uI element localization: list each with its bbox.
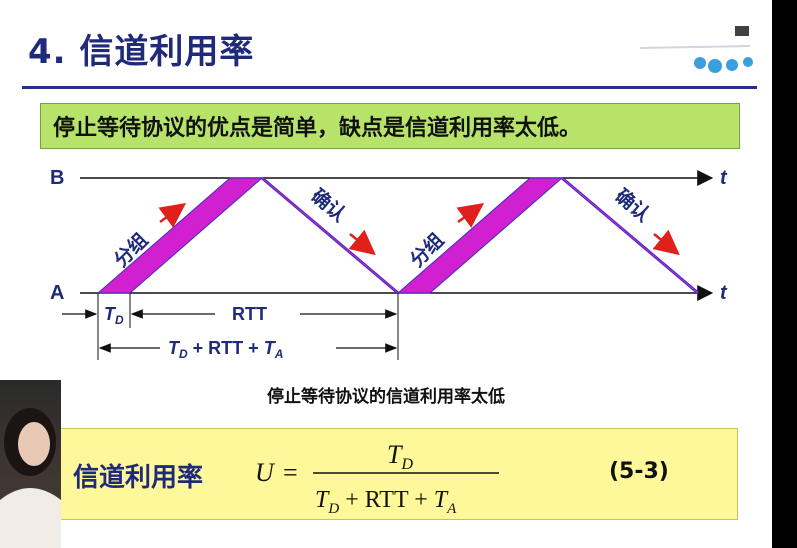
summary-box: 停止等待协议的优点是简单，缺点是信道利用率太低。 [40, 103, 740, 149]
title-underline [22, 86, 757, 89]
watermark-logo [600, 18, 765, 78]
diagram-caption: 停止等待协议的信道利用率太低 [0, 382, 772, 407]
packet-arrow-1 [160, 206, 182, 222]
formula-equals: = [283, 458, 298, 487]
td-label: TD [104, 304, 124, 327]
slide: 4. 信道利用率 停止等待协议的优点是简单，缺点是信道利用率太低。 B A t [0, 0, 772, 548]
time-label-a: t [720, 282, 728, 304]
formula-lhs: U [255, 458, 276, 487]
utilization-formula: U = TD TD + RTT + TA [247, 433, 507, 517]
packet-frame-1 [98, 178, 262, 293]
formula-box: 信道利用率 U = TD TD + RTT + TA (5-3) [60, 428, 738, 520]
rtt-label: RTT [232, 304, 267, 324]
time-label-b: t [720, 167, 728, 189]
summary-text: 停止等待协议的优点是简单，缺点是信道利用率太低。 [53, 110, 581, 142]
node-a-label: A [50, 282, 64, 304]
equation-number: (5-3) [609, 459, 669, 484]
ack-arrow-2 [654, 234, 676, 252]
ack-arrow-1 [350, 234, 372, 252]
denominator: TD + RTT + TA [315, 487, 457, 517]
slide-title: 4. 信道利用率 [28, 24, 254, 73]
total-label: TD + RTT + TA [168, 338, 283, 361]
numerator: TD [387, 440, 413, 473]
packet-arrow-2 [458, 206, 480, 222]
presenter-figure-icon [0, 380, 61, 548]
stop-and-wait-timing-diagram: B A t t 分组 分组 确认 确认 TD RTT TD + RTT + TA [0, 150, 772, 365]
ack-label-2: 确认 [611, 184, 655, 226]
screen-edge-bar [772, 0, 797, 548]
formula-label: 信道利用率 [73, 457, 203, 494]
packet-frame-2 [398, 178, 562, 293]
presenter-webcam [0, 380, 61, 548]
node-b-label: B [50, 167, 64, 189]
